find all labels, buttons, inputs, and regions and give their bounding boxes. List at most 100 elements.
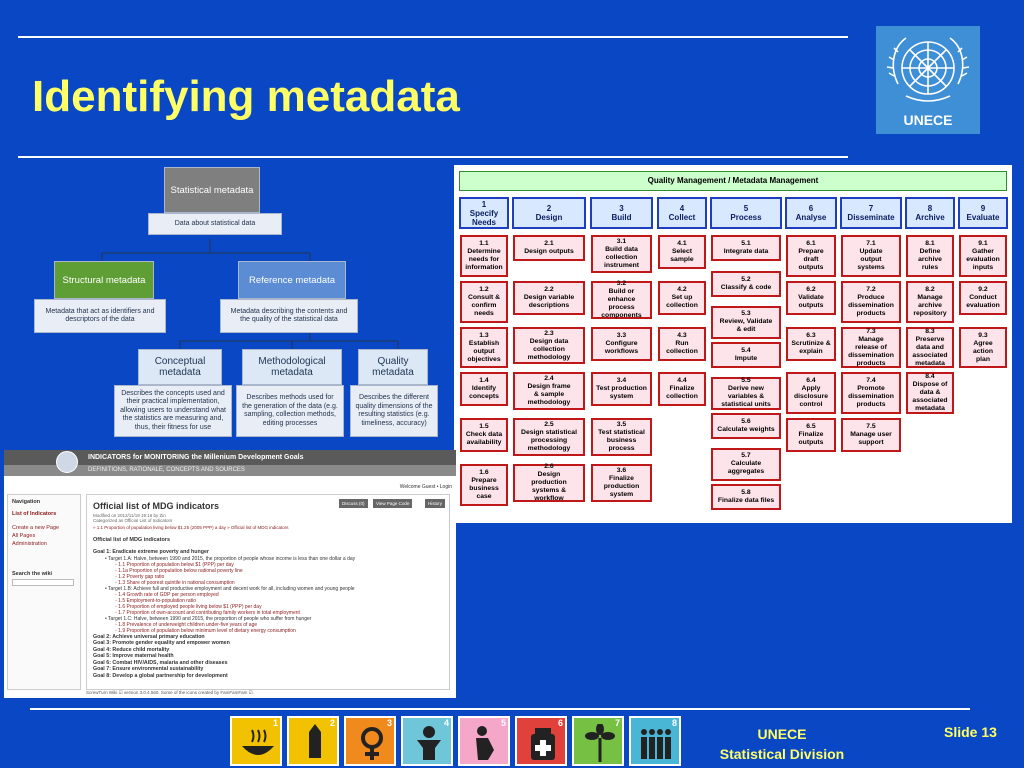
gsbpm-subprocess: 3.2 Build or enhance process components [591,280,652,319]
wiki-header: INDICATORS for MONITORING the Millenium … [4,450,456,465]
methodological-metadata-desc: Describes methods used for the generatio… [236,385,344,437]
nav-item-create-page[interactable]: Create a new Page [12,525,60,531]
gsbpm-subprocess: 7.3 Manage release of dissemination prod… [841,326,901,369]
nav-item-list-of-indicators[interactable]: List of Indicators [12,511,57,517]
mdg-goal-6: 6 [515,716,567,766]
gsbpm-subprocess: 6.2 Validate outputs [786,280,836,315]
gsbpm-subprocess: 3.6 Finalize production system [591,464,652,502]
gsbpm-subprocess: 5.3 Review, Validate & edit [711,306,781,339]
gsbpm-subprocess: 1.3 Establish output objectives [460,326,508,369]
gsbpm-subprocess: 8.1 Define archive rules [906,235,954,277]
goal-number: 5 [500,718,506,728]
gsbpm-subprocess: 3.5 Test statistical business process [591,418,652,457]
gsbpm-subprocess: 2.6 Design production systems & workflow [513,463,585,502]
pencil-icon [309,724,321,758]
structural-metadata-desc: Metadata that act as identifiers and des… [34,299,166,333]
goal-heading: Goal 3: Promote gender equality and empo… [93,640,230,646]
footer-rule [30,708,970,710]
search-label: Search the wiki [12,571,53,577]
structural-metadata-box: Structural metadata [54,261,154,299]
mdg-goal-7: 7 [572,716,624,766]
plant-icon [585,724,615,762]
search-input[interactable] [12,579,74,586]
gsbpm-subprocess: 2.5 Design statistical processing method… [513,418,585,457]
target-item: • Target 1.B: Achieve full and productiv… [105,585,355,592]
target-item: • Target 1.C: Halve, between 1990 and 20… [105,615,312,622]
wiki-footer: ScrewTurn Wiki ☑ version 3.0.4.560. Some… [86,690,254,695]
gsbpm-subprocess: 8.4 Dispose of data & associated metadat… [906,372,954,415]
mdg-goal-3: 3 [344,716,396,766]
reference-metadata-box: Reference metadata [238,261,346,299]
gsbpm-subprocess: 8.2 Manage archive repository [906,280,954,323]
indicator-link[interactable]: ◦ 1.5 Employment-to-population ratio [115,597,196,604]
goal-heading: Goal 1: Eradicate extreme poverty and hu… [93,549,209,555]
medicine-icon [531,728,555,760]
indicator-link[interactable]: ◦ 1.3 Share of poorest quintile in natio… [115,579,235,586]
gsbpm-subprocess: 9.1 Gather evaluation inputs [959,235,1007,277]
gsbpm-subprocess: 7.4 Promote dissemination products [841,372,901,415]
gsbpm-phase-8: 8 Archive [905,197,955,229]
indicator-link[interactable]: ◦ 1.1a Proportion of population below na… [115,567,243,574]
gsbpm-subprocess: 3.4 Test production system [591,372,652,407]
indicator-link[interactable]: ◦ 1.9 Proportion of population below min… [115,627,296,634]
gsbpm-subprocess: 5.5 Derive new variables & statistical u… [711,377,781,410]
goal-number: 1 [272,718,278,728]
wiki-welcome[interactable]: Welcome Guest • Login [399,484,452,490]
goal-number: 2 [329,718,335,728]
wiki-page-title: Official list of MDG indicators [93,501,220,511]
breadcrumb[interactable]: » 1.1 Proportion of population living be… [93,525,289,530]
reference-metadata-desc: Metadata describing the contents and the… [220,299,358,333]
diagram-connectors [101,239,399,349]
gsbpm-subprocess: 2.1 Design outputs [513,235,585,261]
nav-item-administration[interactable]: Administration [12,541,47,547]
indicator-link[interactable]: ◦ 1.4 Growth rate of GDP per person empl… [115,591,219,598]
indicator-link[interactable]: ◦ 1.2 Poverty gap ratio [115,573,165,580]
nav-item-all-pages[interactable]: All Pages [12,533,36,539]
view-page-code-button[interactable]: View Page Code [373,499,413,508]
gsbpm-phase-4: 4 Collect [657,197,707,229]
gsbpm-subprocess: 1.1 Determine needs for information [460,235,508,277]
history-button[interactable]: History [425,499,446,508]
title-rule [18,156,848,158]
gsbpm-subprocess: 5.7 Calculate aggregates [711,448,781,481]
wiki-subheader: DEFINITIONS, RATIONALE, CONCEPTS AND SOU… [4,465,456,476]
modified-info: Modified on 2012/11/19 19:16 by Zin Cate… [93,513,173,523]
gsbpm-subprocess: 6.4 Apply disclosure control [786,372,836,415]
gsbpm-subprocess: 7.1 Update output systems [841,235,901,277]
slide-number: Slide 13 [944,724,997,740]
gsbpm-subprocess: 1.5 Check data availability [460,418,508,453]
indicator-link[interactable]: ◦ 1.8 Prevalence of underweight children… [115,621,258,628]
slide-title: Identifying metadata [32,72,460,121]
discuss-button[interactable]: Discuss (0) [339,499,368,508]
conceptual-metadata-desc: Describes the concepts used and their pr… [114,385,232,437]
gsbpm-subprocess: 5.4 Impute [711,341,781,368]
indicator-link[interactable]: ◦ 1.1 Proportion of population below $1 … [115,561,234,568]
goal-number: 8 [671,718,677,728]
gsbpm-subprocess: 5.8 Finalize data files [711,483,781,510]
gsbpm-subprocess: 6.5 Finalize outputs [786,418,836,453]
indicator-link[interactable]: ◦ 1.6 Proportion of employed people livi… [115,603,262,610]
gsbpm-phase-7: 7 Disseminate [840,197,902,229]
people-group-icon [641,729,671,759]
gsbpm-subprocess: 2.4 Design frame & sample methodology [513,372,585,411]
mother-icon [476,726,494,760]
gsbpm-subprocess: 2.2 Design variable descriptions [513,280,585,315]
gsbpm-subprocess: 7.5 Manage user support [841,418,901,453]
gsbpm-subprocess: 5.1 Integrate data [711,235,781,261]
gsbpm-subprocess: 1.4 Identify concepts [460,372,508,407]
gsbpm-phase-6: 6 Analyse [785,197,837,229]
indicator-link[interactable]: ◦ 1.7 Proportion of own-account and cont… [115,609,300,616]
statistical-metadata-box: Statistical metadata [164,167,260,213]
quality-metadata-desc: Describes the different quality dimensio… [350,385,438,437]
content-subtitle: Official list of MDG indicators [93,537,171,543]
gsbpm-subprocess: 6.1 Prepare draft outputs [786,235,836,277]
gsbpm-subprocess: 1.6 Prepare business case [460,464,508,506]
mdg-goal-4: 4 [401,716,453,766]
gsbpm-subprocess: 5.2 Classify & code [711,270,781,297]
gsbpm-subprocess: 9.2 Conduct evaluation [959,280,1007,315]
mdg-goal-5: 5 [458,716,510,766]
un-emblem-small-icon [56,451,78,473]
goal-number: 3 [386,718,392,728]
un-emblem-icon [886,37,970,102]
goal-heading: Goal 2: Achieve universal primary educat… [93,633,205,640]
